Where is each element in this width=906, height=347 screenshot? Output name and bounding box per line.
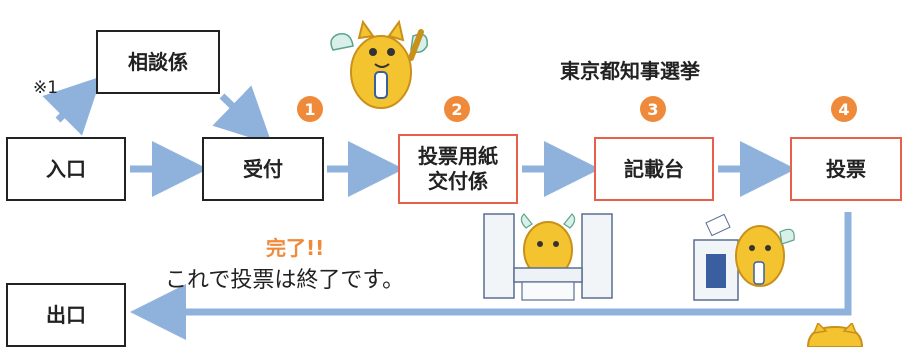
consultation-box: 相談係 — [96, 30, 220, 94]
arrow-consultation-to-reception — [212, 85, 273, 145]
writing-desk-box: 記載台 — [594, 137, 714, 201]
voting-booth-illustration — [483, 213, 613, 301]
step-badge-2: 2 — [444, 96, 470, 122]
exit-box: 出口 — [6, 283, 126, 347]
complete-message: これで投票は終了です。 — [165, 268, 405, 293]
ballot-box-illustration — [693, 213, 795, 301]
reception-box: 受付 — [202, 137, 324, 201]
ballot-issue-box: 投票用紙 交付係 — [398, 134, 518, 204]
entrance-box: 入口 — [6, 137, 126, 201]
footnote-marker: ※1 — [33, 78, 59, 98]
election-title: 東京都知事選挙 — [560, 59, 700, 83]
step-badge-1: 1 — [297, 96, 323, 122]
step-badge-3: 3 — [640, 96, 666, 122]
arrow-vote-to-exit — [130, 212, 852, 340]
mascot-peeking-illustration — [806, 323, 864, 347]
mascot-waving-illustration — [330, 19, 428, 109]
arrow-note-to-consultation — [42, 76, 102, 136]
complete-label: 完了!! — [266, 236, 325, 260]
step-badge-4: 4 — [831, 96, 857, 122]
vote-box: 投票 — [790, 137, 902, 201]
